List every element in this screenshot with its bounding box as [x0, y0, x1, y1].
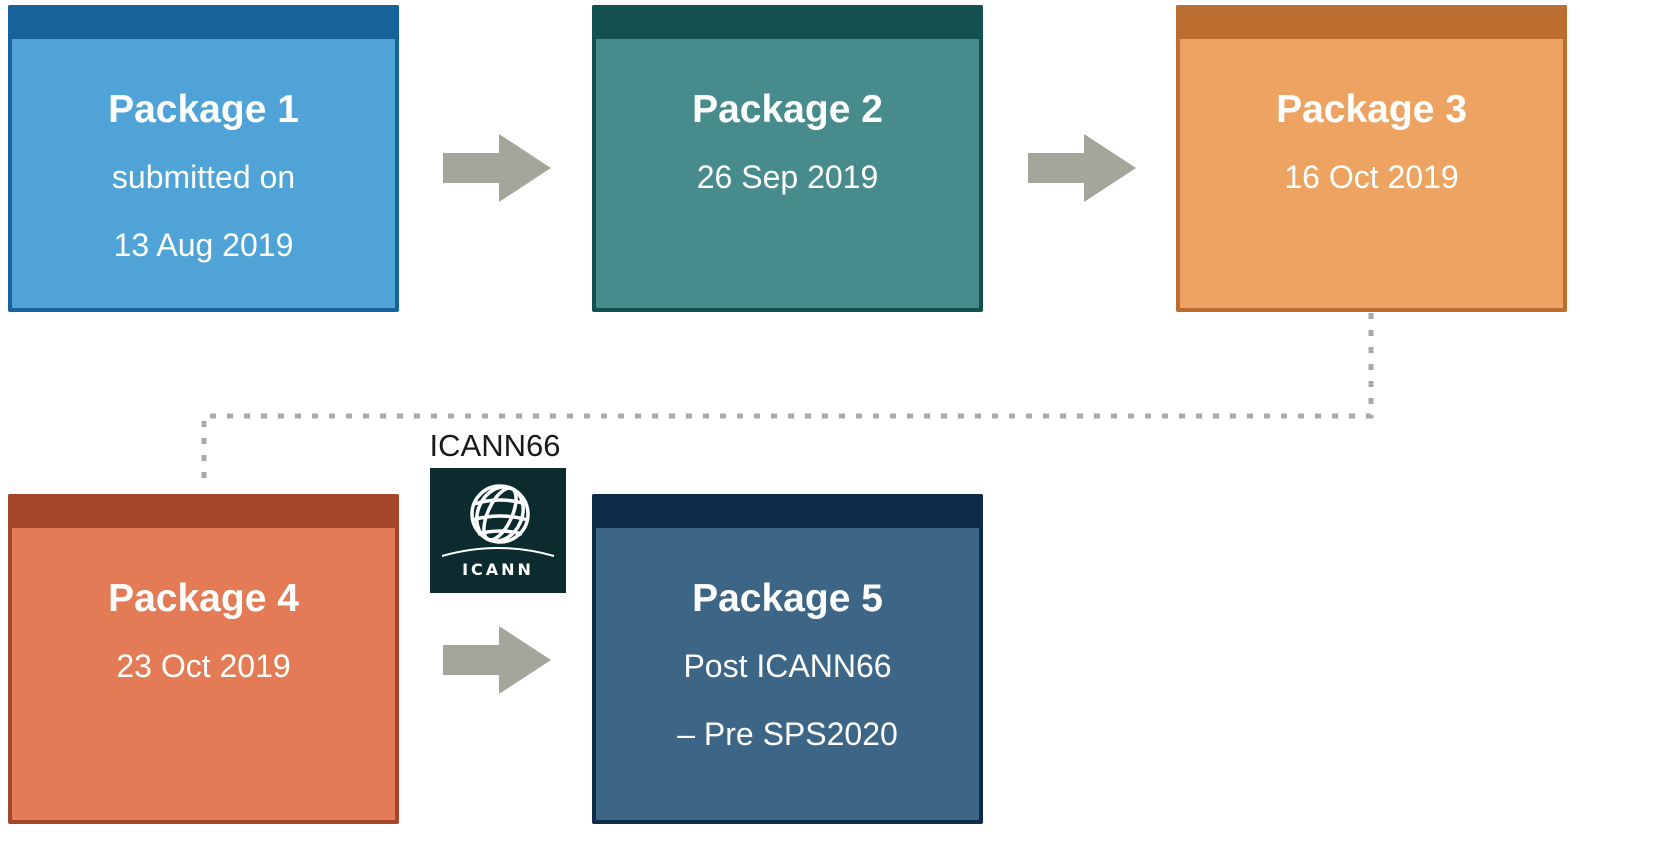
right-arrow-icon	[443, 134, 551, 202]
package-5-header-bar	[592, 494, 983, 528]
package-4-header-bar	[8, 494, 399, 528]
package-5-line-1: Post ICANN66	[683, 648, 892, 684]
package-2-header-bar	[592, 5, 983, 39]
package-5-title: Package 5	[692, 577, 883, 620]
package-1-header-bar	[8, 5, 399, 39]
right-arrow-icon	[1028, 134, 1136, 202]
package-4-date: 23 Oct 2019	[116, 648, 291, 684]
package-4-card: Package 4 23 Oct 2019	[8, 494, 399, 824]
package-4-title: Package 4	[108, 577, 299, 620]
right-arrow-icon	[443, 626, 551, 694]
globe-icon	[441, 484, 555, 557]
package-3-date: 16 Oct 2019	[1284, 159, 1459, 195]
icann-logo-text: ICANN	[462, 560, 534, 579]
package-1-card: Package 1 submitted on 13 Aug 2019	[8, 5, 399, 312]
package-3-header-bar	[1176, 5, 1567, 39]
package-2-title: Package 2	[692, 88, 883, 131]
package-1-line-1: submitted on	[111, 159, 296, 195]
package-2-date: 26 Sep 2019	[696, 159, 879, 195]
package-1-line-2: 13 Aug 2019	[113, 227, 294, 263]
package-5-line-2: – Pre SPS2020	[677, 716, 898, 752]
icann-logo: ICANN	[430, 468, 566, 593]
package-5-card: Package 5 Post ICANN66 – Pre SPS2020	[592, 494, 983, 824]
package-3-title: Package 3	[1276, 88, 1467, 131]
package-2-card: Package 2 26 Sep 2019	[592, 5, 983, 312]
package-1-title: Package 1	[108, 88, 299, 131]
icann66-caption: ICANN66	[429, 428, 561, 463]
package-3-card: Package 3 16 Oct 2019	[1176, 5, 1567, 312]
